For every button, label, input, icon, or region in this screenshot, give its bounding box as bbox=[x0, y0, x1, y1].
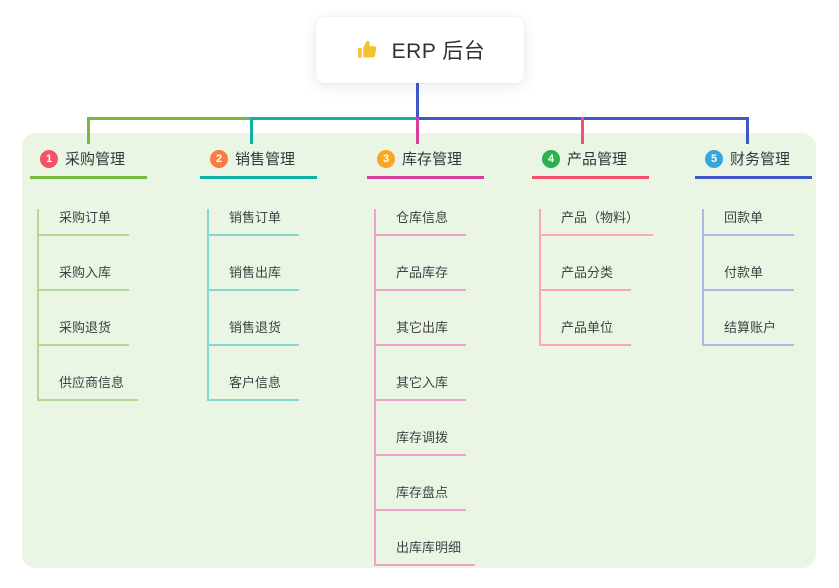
branch-title: 库存管理 bbox=[402, 151, 463, 168]
branch-title: 销售管理 bbox=[235, 151, 296, 168]
child-node[interactable]: 产品（物料） bbox=[541, 209, 654, 236]
child-node[interactable]: 库存调拨 bbox=[376, 429, 466, 456]
child-node[interactable]: 仓库信息 bbox=[376, 209, 466, 236]
branch-number-badge: 5 bbox=[705, 149, 723, 168]
branch-connector-line bbox=[416, 117, 419, 144]
branch-connector-line bbox=[581, 117, 584, 144]
branch-column: 2 销售管理销售订单销售出库销售退货客户信息 bbox=[200, 148, 317, 401]
branch-number-badge: 3 bbox=[377, 149, 395, 168]
child-node[interactable]: 回款单 bbox=[704, 209, 794, 236]
branch-header[interactable]: 1 采购管理 bbox=[30, 148, 147, 179]
branch-children: 产品（物料） 产品分类产品单位 bbox=[539, 209, 654, 346]
branch-title: 产品管理 bbox=[567, 151, 628, 168]
root-title: ERP 后台 bbox=[391, 40, 486, 63]
thumbs-up-icon bbox=[355, 37, 381, 63]
child-node[interactable]: 采购入库 bbox=[39, 264, 129, 291]
branch-header[interactable]: 5 财务管理 bbox=[695, 148, 812, 179]
child-node[interactable]: 采购退货 bbox=[39, 319, 129, 346]
branch-connector-line bbox=[746, 117, 749, 144]
child-node[interactable]: 出库库明细 bbox=[376, 539, 476, 566]
branch-header[interactable]: 3 库存管理 bbox=[367, 148, 484, 179]
branch-title: 采购管理 bbox=[65, 151, 126, 168]
branch-connector-line bbox=[250, 117, 253, 144]
child-node[interactable]: 供应商信息 bbox=[39, 374, 139, 401]
branch-column: 5 财务管理回款单付款单结算账户 bbox=[695, 148, 812, 346]
root-connector-line bbox=[416, 83, 419, 118]
branch-children: 仓库信息产品库存其它出库其它入库库存调拨库存盘点出库库明细 bbox=[374, 209, 476, 566]
child-node[interactable]: 客户信息 bbox=[209, 374, 299, 401]
branch-title: 财务管理 bbox=[730, 151, 791, 168]
child-node[interactable]: 销售出库 bbox=[209, 264, 299, 291]
branch-number-badge: 4 bbox=[542, 149, 560, 168]
child-node[interactable]: 付款单 bbox=[704, 264, 794, 291]
child-node[interactable]: 其它入库 bbox=[376, 374, 466, 401]
branch-number-badge: 1 bbox=[40, 149, 58, 168]
branch-header[interactable]: 4 产品管理 bbox=[532, 148, 649, 179]
connector-bus-segment bbox=[87, 117, 253, 120]
child-node[interactable]: 结算账户 bbox=[704, 319, 794, 346]
child-node[interactable]: 销售退货 bbox=[209, 319, 299, 346]
branch-column: 3 库存管理仓库信息产品库存其它出库其它入库库存调拨库存盘点出库库明细 bbox=[367, 148, 484, 566]
child-node[interactable]: 产品分类 bbox=[541, 264, 631, 291]
connector-bus-segment bbox=[252, 117, 418, 120]
branch-header[interactable]: 2 销售管理 bbox=[200, 148, 317, 179]
mindmap-panel bbox=[22, 133, 816, 568]
child-node[interactable]: 产品单位 bbox=[541, 319, 631, 346]
branch-column: 1 采购管理采购订单采购入库采购退货供应商信息 bbox=[30, 148, 147, 401]
child-node[interactable]: 产品库存 bbox=[376, 264, 466, 291]
branch-column: 4 产品管理产品（物料） 产品分类产品单位 bbox=[532, 148, 654, 346]
branch-number-badge: 2 bbox=[210, 149, 228, 168]
child-node[interactable]: 采购订单 bbox=[39, 209, 129, 236]
child-node[interactable]: 销售订单 bbox=[209, 209, 299, 236]
branch-connector-line bbox=[87, 117, 90, 144]
branch-children: 采购订单采购入库采购退货供应商信息 bbox=[37, 209, 139, 401]
branch-children: 回款单付款单结算账户 bbox=[702, 209, 794, 346]
branch-children: 销售订单销售出库销售退货客户信息 bbox=[207, 209, 299, 401]
root-node[interactable]: ERP 后台 bbox=[316, 17, 524, 83]
child-node[interactable]: 其它出库 bbox=[376, 319, 466, 346]
child-node[interactable]: 库存盘点 bbox=[376, 484, 466, 511]
